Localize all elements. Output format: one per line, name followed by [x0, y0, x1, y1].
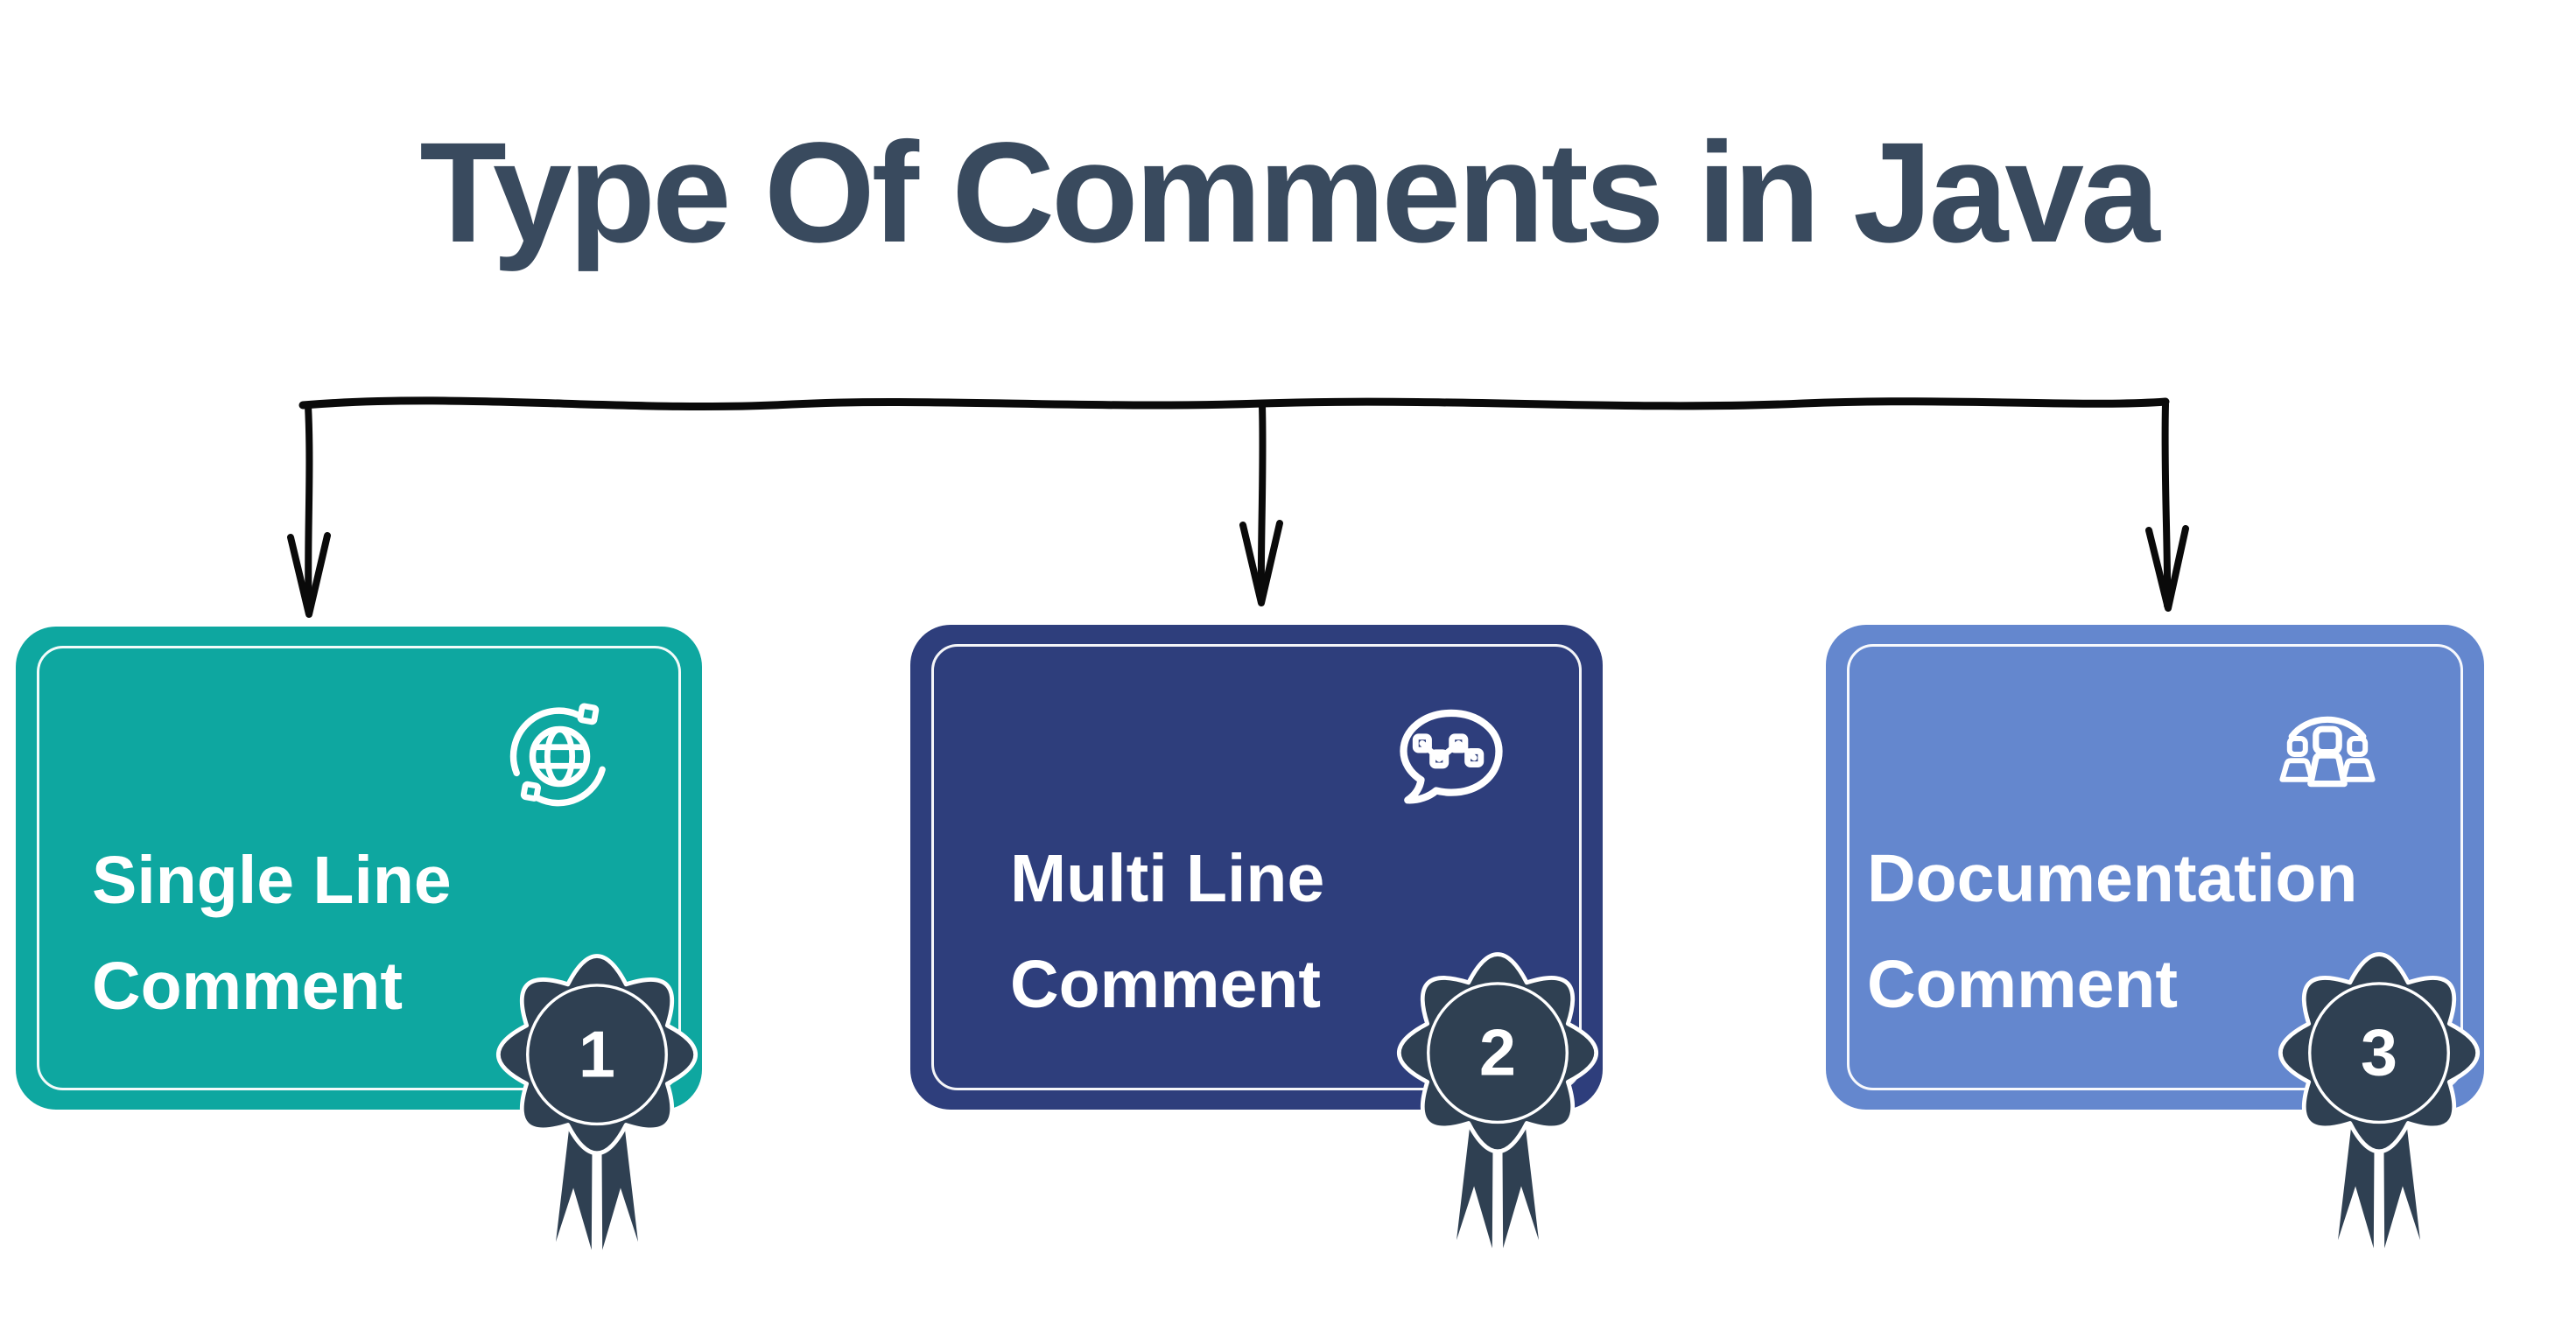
connector-horizontal-line [298, 396, 2170, 411]
arrow-down-icon [287, 403, 331, 618]
card-inner-border [1847, 644, 2463, 1090]
team-people-icon [2279, 716, 2376, 788]
badge-inner-ring [2308, 982, 2450, 1124]
card-label: Documentation Comment [1867, 826, 2357, 1038]
arrow-down-icon [2145, 401, 2189, 612]
card-label-line: Comment [1867, 947, 2179, 1022]
arrow-down-icon [1239, 402, 1283, 606]
card-label-line: Comment [1010, 947, 1322, 1022]
card-label-line: Single Line [92, 843, 452, 918]
page-title: Type Of Comments in Java [419, 112, 2159, 272]
award-badge: 1 [496, 954, 698, 1265]
award-badge: 3 [2278, 952, 2480, 1264]
card-label-line: Comment [92, 949, 404, 1024]
globe-network-icon [509, 703, 606, 807]
card-multi-line-comment: Multi Line Comment 2 [910, 625, 1603, 1264]
card-label-line: Documentation [1867, 841, 2358, 916]
card-inner-border [37, 646, 681, 1090]
badge-number: 1 [579, 1017, 615, 1090]
badge-inner-ring [526, 984, 668, 1126]
card-label-line: Multi Line [1010, 841, 1325, 916]
card-label: Multi Line Comment [1010, 826, 1324, 1038]
card-label: Single Line Comment [92, 828, 452, 1040]
card-inner-border [931, 644, 1582, 1090]
card-single-line-comment: Single Line Comment 1 [16, 627, 702, 1265]
chat-bubble-graph-icon [1400, 709, 1503, 804]
award-badge: 2 [1397, 952, 1598, 1264]
badge-inner-ring [1427, 982, 1569, 1124]
badge-number: 3 [2361, 1015, 2397, 1089]
card-documentation-comment: Documentation Comment 3 [1826, 625, 2484, 1264]
badge-number: 2 [1479, 1015, 1516, 1089]
